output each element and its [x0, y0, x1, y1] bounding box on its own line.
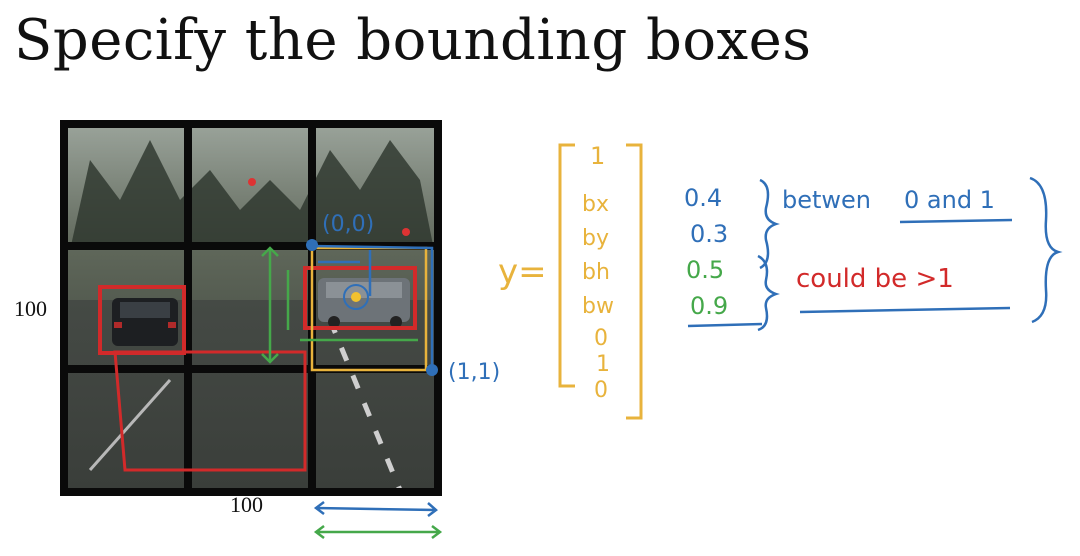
width-arrow-green — [313, 525, 443, 539]
underline-gt — [799, 306, 1011, 314]
cell-outline-blue — [311, 244, 434, 370]
brace-blue — [759, 178, 780, 270]
lane-marking — [327, 319, 403, 491]
slide-title: Specify the bounding boxes — [14, 8, 812, 73]
vector-item: 0 — [594, 326, 608, 351]
vector-item: bh — [582, 260, 610, 285]
y-equals: y= — [498, 252, 547, 292]
cell-highlight-red — [113, 350, 307, 472]
origin-label: (0,0) — [322, 212, 375, 237]
traffic-light — [402, 228, 410, 236]
vector-bracket-left — [558, 143, 575, 388]
corner-label: (1,1) — [448, 360, 501, 385]
scene-trees — [70, 140, 434, 250]
value-bh: 0.5 — [686, 256, 725, 284]
value-bw: 0.9 — [690, 292, 729, 320]
height-label: 100 — [14, 296, 47, 321]
vector-item: bw — [582, 294, 614, 319]
width-label: 100 — [230, 492, 263, 517]
value-by: 0.3 — [690, 220, 729, 248]
car-left — [112, 298, 178, 346]
width-arrow-blue — [313, 501, 438, 517]
origin-dot — [306, 239, 318, 251]
underline-range — [899, 218, 1013, 224]
vector-item: 0 — [594, 378, 608, 403]
brace-outer — [1029, 176, 1063, 324]
bbox-right-car — [303, 266, 417, 330]
vector-item: by — [582, 226, 609, 251]
underline-values — [687, 322, 763, 328]
vector-item: 1 — [590, 142, 606, 170]
midpoint-circle — [343, 284, 369, 310]
value-bx: 0.4 — [684, 184, 723, 212]
vector-item: bx — [582, 192, 609, 217]
note-greater-than-one: could be >1 — [796, 264, 954, 294]
note-range: 0 and 1 — [904, 186, 995, 214]
car-right — [318, 278, 410, 328]
note-between: betwen — [782, 186, 872, 214]
midpoint-dot — [351, 292, 361, 302]
vector-bracket-right — [626, 143, 643, 420]
corner-dot — [426, 364, 438, 376]
vector-item: 1 — [596, 352, 610, 377]
lane-edge — [88, 379, 172, 471]
traffic-light — [248, 178, 256, 186]
brace-blue-2 — [757, 254, 780, 332]
